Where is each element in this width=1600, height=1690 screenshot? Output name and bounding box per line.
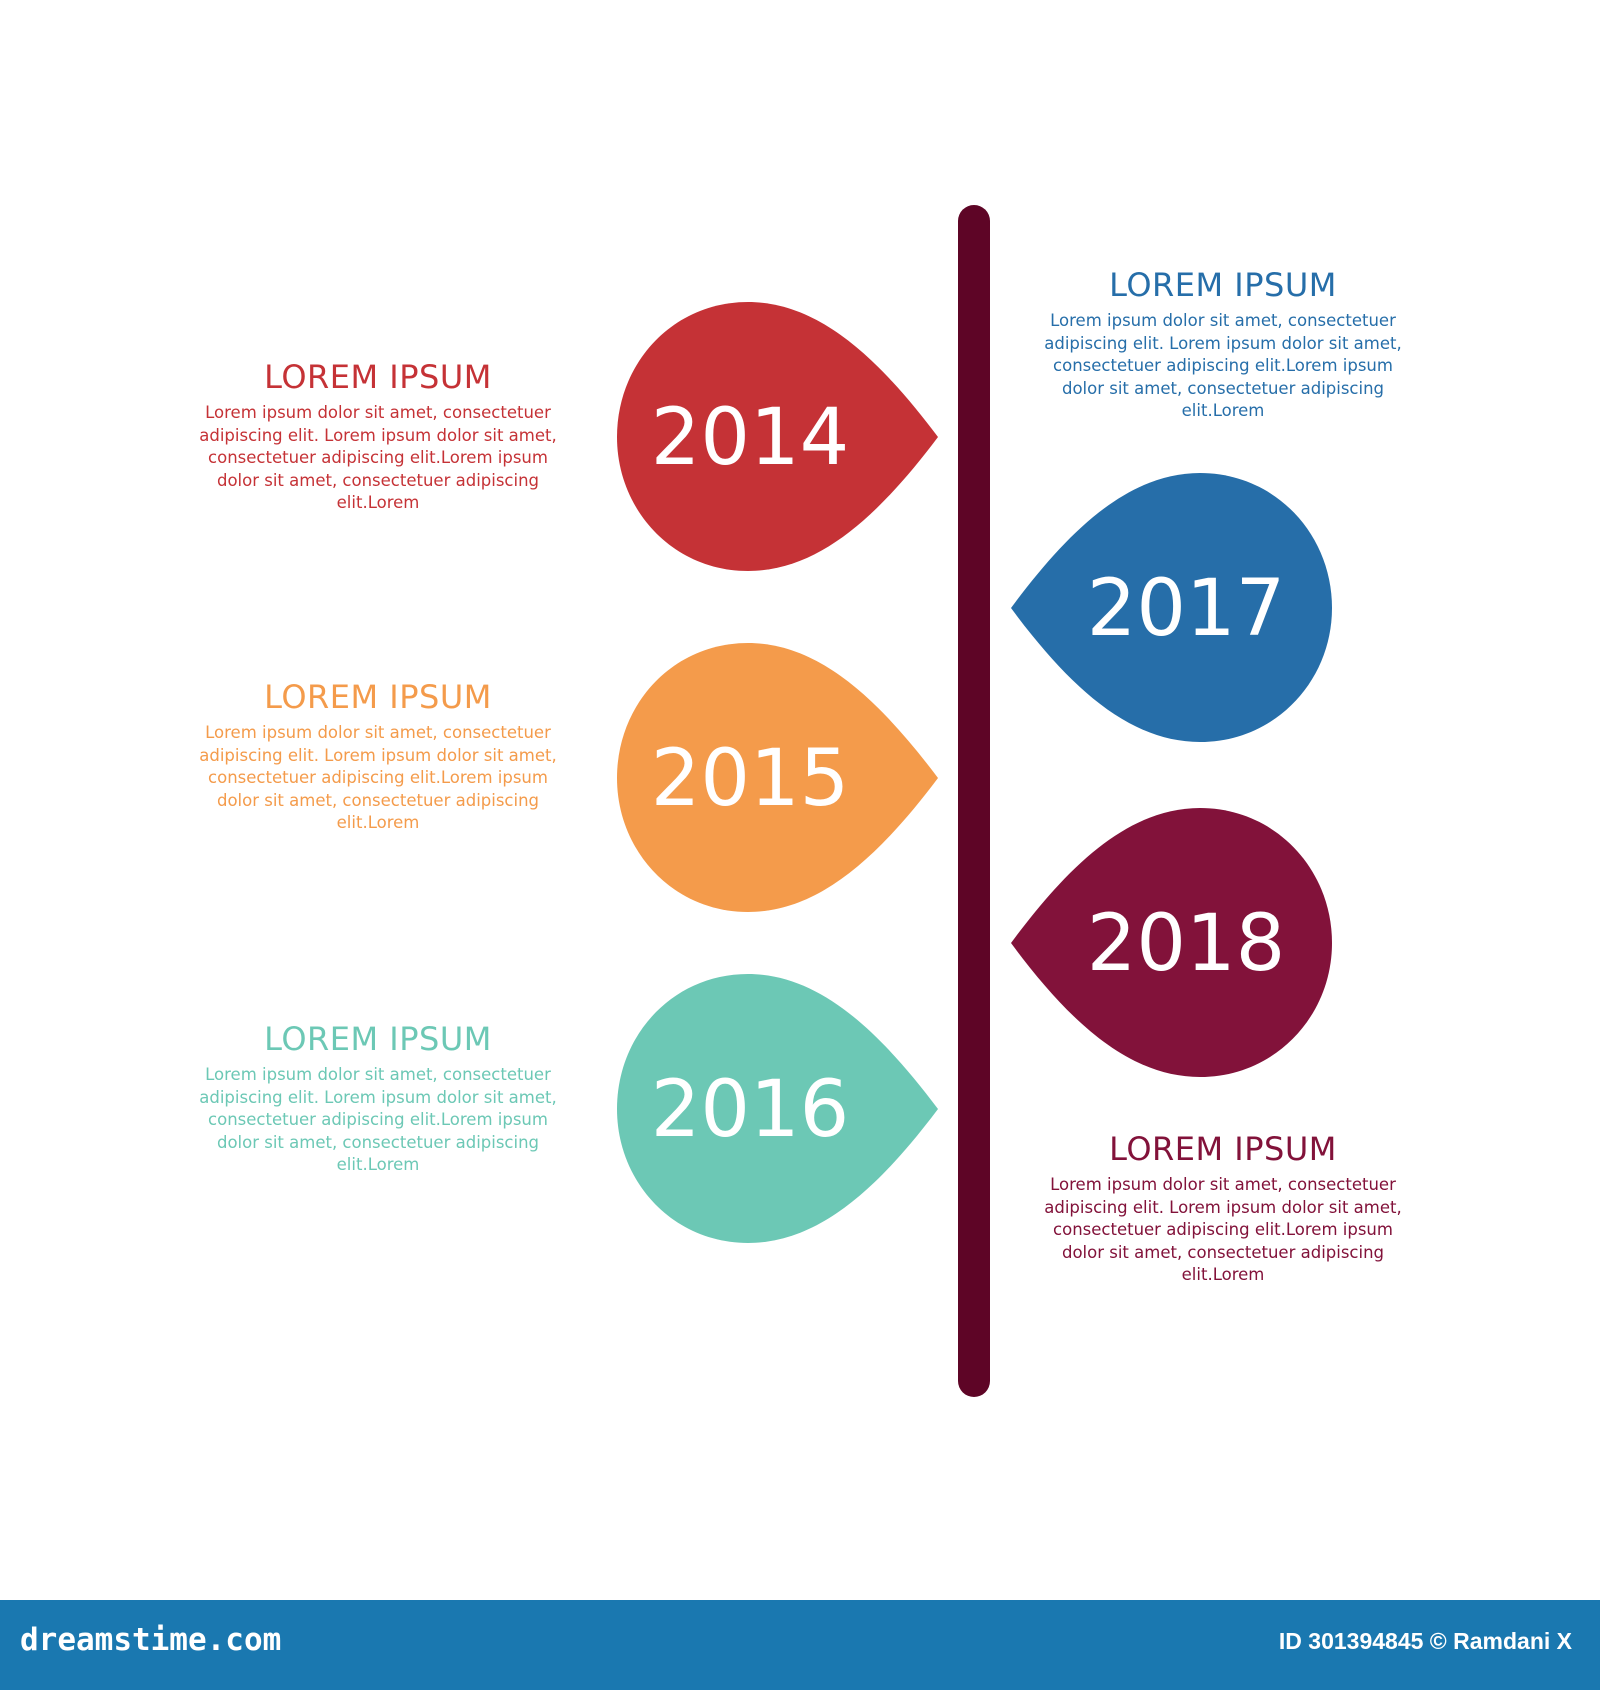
milestone-2017-title: LOREM IPSUM [1109,266,1337,304]
milestone-2016-body: Lorem ipsum dolor sit amet, consectetuer… [199,1065,557,1174]
milestone-2017-body: Lorem ipsum dolor sit amet, consectetuer… [1044,311,1402,420]
milestone-2016-title: LOREM IPSUM [264,1020,492,1058]
milestone-2014-text: LOREM IPSUM Lorem ipsum dolor sit amet, … [188,358,568,515]
milestone-2015-text: LOREM IPSUM Lorem ipsum dolor sit amet, … [188,678,568,835]
milestone-2015: 2015 [617,643,938,912]
milestone-2018: 2018 [1011,808,1332,1077]
milestone-2015-year: 2015 [651,734,850,824]
milestone-2017: 2017 [1011,473,1332,742]
milestone-2018-drop [1011,808,1332,1077]
milestone-2016-text: LOREM IPSUM Lorem ipsum dolor sit amet, … [188,1020,568,1177]
milestone-2017-year: 2017 [1087,564,1286,654]
milestone-2018-title: LOREM IPSUM [1109,1130,1337,1168]
footer-bar: dreamstime.com ID 301394845 © Ramdani X [0,1600,1600,1690]
milestone-2018-body: Lorem ipsum dolor sit amet, consectetuer… [1044,1175,1402,1284]
milestone-2014-body: Lorem ipsum dolor sit amet, consectetuer… [199,403,557,512]
milestone-2015-body: Lorem ipsum dolor sit amet, consectetuer… [199,723,557,832]
milestone-2014: 2014 [617,302,938,571]
timeline-diagram: 2014 2015 2016 2017 2018 [617,205,1332,1397]
milestone-2016: 2016 [617,974,938,1243]
footer-brand-logo: dreamstime.com [20,1622,282,1658]
milestone-2014-title: LOREM IPSUM [264,358,492,396]
milestone-2015-title: LOREM IPSUM [264,678,492,716]
milestone-2017-drop [1011,473,1332,742]
milestone-2015-drop [617,643,938,912]
milestone-2016-drop [617,974,938,1243]
milestone-2016-year: 2016 [651,1065,850,1155]
milestone-2018-text: LOREM IPSUM Lorem ipsum dolor sit amet, … [1033,1130,1413,1287]
milestone-2014-drop [617,302,938,571]
milestone-2018-year: 2018 [1087,899,1286,989]
milestone-2014-year: 2014 [651,393,850,483]
footer-image-credit: ID 301394845 © Ramdani X [1278,1628,1572,1654]
milestone-2017-text: LOREM IPSUM Lorem ipsum dolor sit amet, … [1033,266,1413,423]
